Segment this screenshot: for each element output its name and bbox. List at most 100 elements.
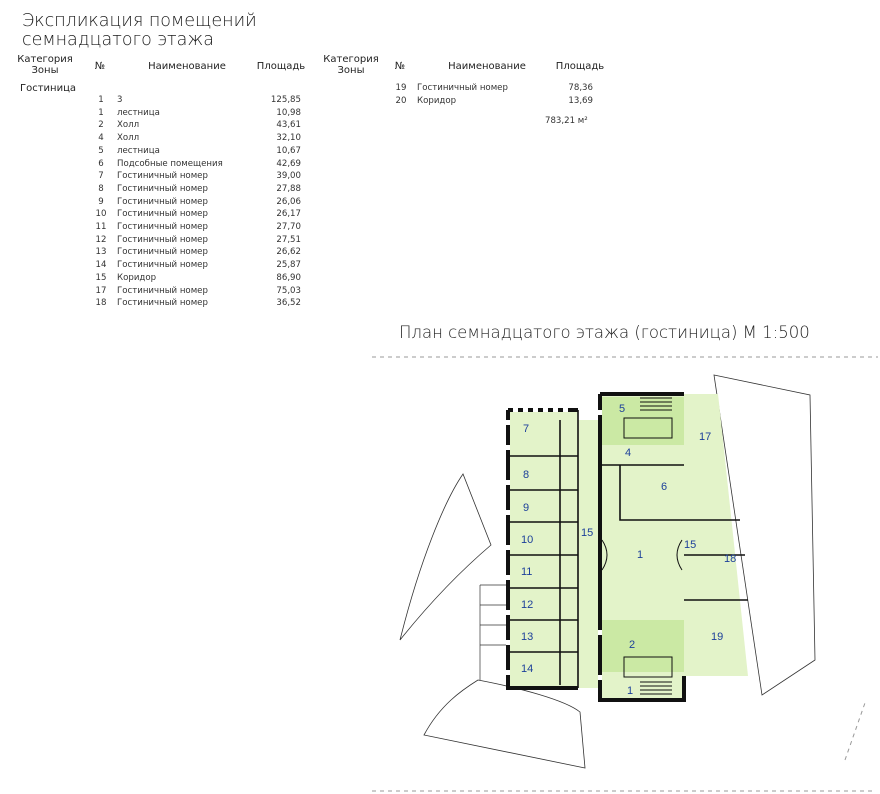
room-label: 15	[684, 539, 696, 551]
room-number: 8	[98, 183, 104, 194]
header-area: Площадь	[256, 61, 306, 72]
room-area: 10,98	[276, 107, 301, 118]
stair-cores	[601, 397, 683, 695]
room-number: 15	[95, 272, 107, 283]
hall-2-fill	[600, 620, 684, 672]
room-name: Гостиничный номер	[117, 196, 208, 207]
room-name: Холл	[117, 133, 140, 144]
room-area: 32,10	[276, 133, 301, 144]
window-gaps	[506, 408, 602, 680]
room-area: 27,88	[276, 183, 301, 194]
room-name: Гостиничный номер	[117, 298, 208, 309]
bottom-canopy-outline	[423, 679, 586, 769]
room-number: 4	[98, 133, 104, 144]
room-name: Гостиничный номер	[117, 171, 208, 182]
room-area: 26,62	[276, 247, 301, 258]
header-category: Категория Зоны	[17, 54, 73, 76]
room-label: 15	[581, 527, 593, 539]
room-label: 4	[625, 447, 631, 459]
room-number: 13	[95, 247, 107, 258]
room-number: 10	[95, 209, 107, 220]
room-number: 6	[98, 158, 104, 169]
room-label: 7	[523, 423, 529, 435]
room-area: 13,69	[568, 95, 593, 106]
room-number: 2	[98, 120, 104, 131]
room-area: 39,00	[276, 171, 301, 182]
exterior-walls	[506, 392, 686, 702]
room-label: 9	[523, 502, 529, 514]
left-canopy-outline	[399, 473, 492, 641]
table-row: 20 Коридор 13,69	[391, 95, 631, 107]
room-area: 43,61	[276, 120, 301, 131]
room-area: 78,36	[568, 83, 593, 93]
room-label: 18	[724, 553, 736, 565]
room-label: 8	[523, 469, 529, 481]
room-area: 125,85	[270, 95, 301, 105]
room-name: Холл	[117, 120, 140, 131]
header-name: Наименование	[148, 61, 226, 72]
room-name: Гостиничный номер	[117, 234, 208, 245]
room-number: 14	[95, 260, 107, 271]
table-row: 7 Гостиничный номер 39,00	[91, 170, 331, 182]
interior-walls	[508, 410, 748, 688]
room-area: 42,69	[276, 158, 301, 169]
room-number: 1	[98, 107, 104, 118]
site-boundary-corner	[844, 699, 867, 761]
table-row: 1 лестница 10,98	[91, 107, 331, 119]
room-label: 12	[521, 599, 533, 611]
balcony-lines	[479, 584, 506, 680]
room-number: 20	[395, 95, 407, 106]
header-area-right: Площадь	[555, 61, 605, 72]
table-row: 12 Гостиничный номер 27,51	[91, 234, 331, 246]
room-number: 5	[98, 145, 104, 156]
explication-title: Экспликация помещений семнадцатого этажа	[22, 12, 257, 50]
room-area: 26,06	[276, 196, 301, 207]
room-number: 12	[95, 234, 107, 245]
room-label: 10	[521, 534, 533, 546]
room-number: 19	[395, 83, 407, 93]
title-line-1: Экспликация помещений	[22, 11, 257, 31]
room-number: 9	[98, 196, 104, 207]
room-label: 1	[637, 549, 643, 561]
room-area: 27,70	[276, 222, 301, 232]
room-area: 10,67	[276, 145, 301, 156]
room-name: Гостиничный номер	[117, 222, 208, 232]
room-area: 75,03	[276, 285, 301, 296]
table-row: 2 Холл 43,61	[91, 119, 331, 131]
room-area: 26,17	[276, 209, 301, 220]
hall-4-fill	[600, 397, 684, 445]
room-area: 27,51	[276, 234, 301, 245]
table-row: 1 3 125,85	[91, 94, 331, 106]
room-area: 86,90	[276, 272, 301, 283]
header-category-right: Категория Зоны	[323, 54, 379, 76]
room-number: 7	[98, 171, 104, 182]
room-name: лестница	[117, 145, 160, 156]
room-labels: 7 8 9 10 11 12 13 14 15 5 4 6 1 15 18 17…	[521, 403, 736, 697]
room-name: Гостиничный номер	[117, 285, 208, 296]
room-name: Гостиничный номер	[117, 260, 208, 271]
plan-title: План семнадцатого этажа (гостиница) М 1:…	[399, 323, 810, 342]
title-line-2: семнадцатого этажа	[22, 30, 214, 50]
room-name: 3	[117, 95, 123, 105]
room-label: 2	[629, 639, 635, 651]
room-label: 1	[627, 685, 633, 697]
table-row: 9 Гостиничный номер 26,06	[91, 196, 331, 208]
room-name: Гостиничный номер	[117, 209, 208, 220]
room-label: 11	[521, 566, 532, 578]
room-number: 18	[95, 298, 107, 309]
room-label: 14	[521, 663, 533, 675]
room-name: Коридор	[417, 95, 457, 106]
total-area: 783,21 м²	[545, 116, 588, 126]
room-name: лестница	[117, 107, 160, 118]
zone-name: Гостиница	[20, 83, 77, 94]
table-row: 4 Холл 32,10	[91, 132, 331, 144]
room-number: 1	[98, 95, 104, 105]
